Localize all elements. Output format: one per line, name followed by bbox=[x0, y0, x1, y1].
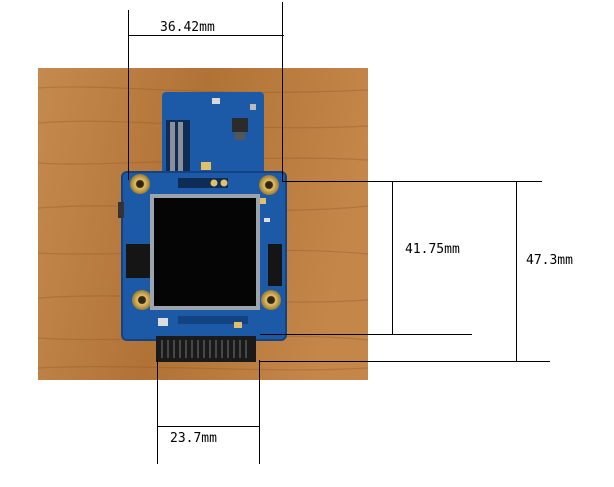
dim-line-conn-left-vertical bbox=[157, 360, 158, 464]
dim-line-top-left-vertical bbox=[128, 10, 129, 180]
ribbon-connector bbox=[156, 336, 256, 362]
dim-line-outer-vertical bbox=[516, 181, 517, 362]
dim-label-outer-height: 47.3mm bbox=[526, 253, 573, 268]
dim-line-outer-bottom bbox=[260, 361, 550, 362]
main-board bbox=[118, 171, 287, 362]
dim-line-inner-vertical bbox=[392, 181, 393, 335]
dim-label-connector-width: 23.7mm bbox=[170, 431, 217, 446]
dim-line-top-horizontal bbox=[128, 35, 284, 36]
board-photo bbox=[38, 68, 368, 380]
dim-label-inner-height: 41.75mm bbox=[405, 242, 460, 257]
dim-line-conn-horizontal bbox=[157, 426, 260, 427]
top-extension-board bbox=[162, 92, 264, 184]
dim-line-conn-right-vertical bbox=[259, 360, 260, 464]
dim-line-board-top bbox=[282, 181, 542, 182]
dim-line-top-right-vertical bbox=[282, 2, 283, 182]
dim-label-top-width: 36.42mm bbox=[160, 20, 215, 35]
dim-line-inner-bottom bbox=[260, 334, 472, 335]
